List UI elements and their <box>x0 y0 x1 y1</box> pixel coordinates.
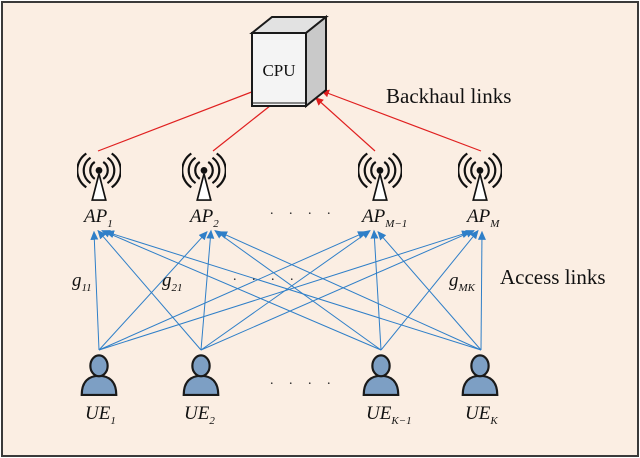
ue-label: UE2 <box>184 403 215 427</box>
gain-label: gMK <box>449 270 476 294</box>
access-link <box>97 229 202 351</box>
access-link <box>377 231 482 351</box>
ue-label: UEK <box>465 403 498 427</box>
gain-label: g21 <box>162 270 183 294</box>
access-link <box>200 230 371 351</box>
backhaul-link-ap1 <box>97 86 263 152</box>
ue-label: UE1 <box>85 403 116 427</box>
access-link <box>370 229 382 351</box>
access-link <box>200 229 215 351</box>
access-link <box>477 230 486 351</box>
backhaul-links <box>97 86 482 152</box>
access-link <box>98 231 208 351</box>
backhaul-links-label: Backhaul links <box>386 84 511 108</box>
access-link <box>98 231 367 351</box>
cpu-label: CPU <box>262 61 295 80</box>
access-link <box>200 230 475 351</box>
cpu-server-icon: CPU <box>249 14 329 109</box>
access-links <box>90 229 486 351</box>
ap-label: APM <box>465 206 500 230</box>
access-link <box>214 230 382 351</box>
access-link <box>218 231 482 351</box>
backhaul-link-apm1 <box>315 97 376 152</box>
access-link <box>90 230 100 351</box>
access-link <box>101 230 382 351</box>
ap-label: AP1 <box>82 206 113 230</box>
ap-label: APM−1 <box>360 206 407 230</box>
ap-label: AP2 <box>188 206 219 230</box>
ap-ellipsis: . . . . <box>270 203 337 218</box>
ue-ellipsis: . . . . <box>270 373 337 388</box>
link-ellipsis: . . . . <box>233 269 300 284</box>
ue-label: UEK−1 <box>366 403 412 427</box>
access-link <box>105 230 482 351</box>
access-links-label: Access links <box>500 265 606 289</box>
backhaul-link-apm <box>321 89 482 152</box>
gain-label: g11 <box>72 270 92 294</box>
